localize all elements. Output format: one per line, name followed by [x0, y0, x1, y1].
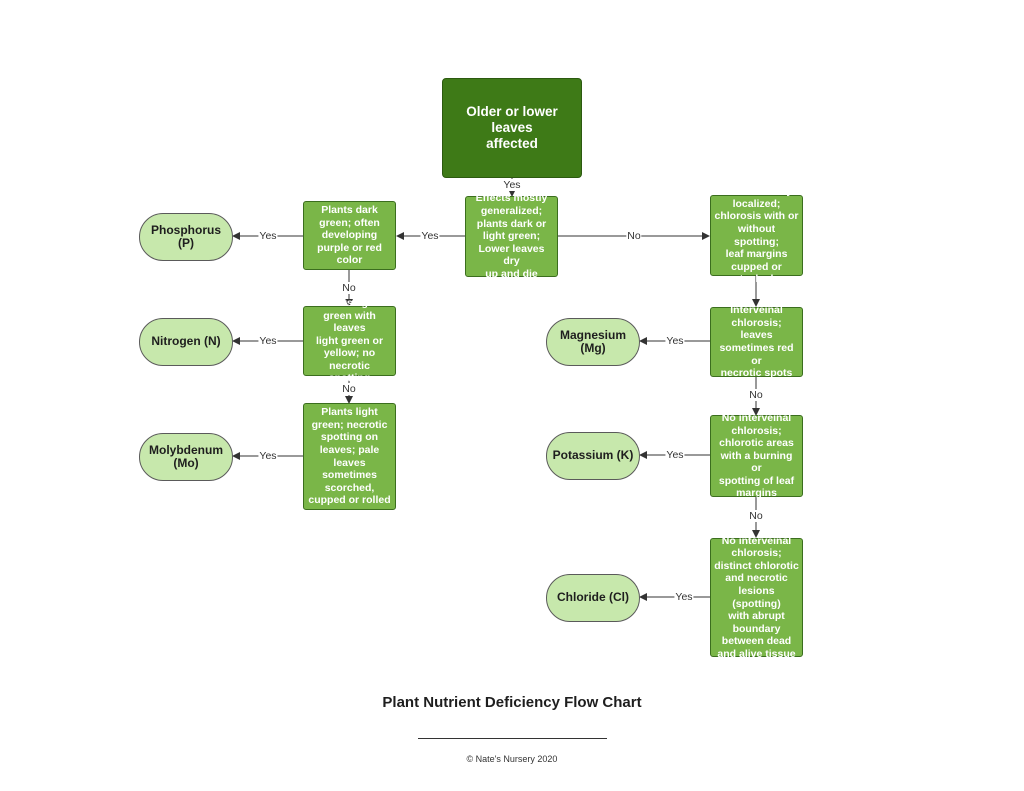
edge-label-burning-potassium: Yes	[665, 449, 685, 461]
edge-label-light-green-nitrogen: Yes	[258, 335, 278, 347]
edge-label-necrotic-molybdenum: Yes	[258, 450, 278, 462]
node-localized: Effects mostly localized; chlorosis with…	[710, 185, 803, 285]
node-no-interveinal-burning: No interveinal chlorosis; chlorotic area…	[710, 412, 803, 499]
result-magnesium: Magnesium (Mg)	[546, 318, 640, 366]
result-molybdenum: Molybdenum (Mo)	[139, 433, 233, 481]
result-potassium: Potassium (K)	[546, 432, 640, 480]
edge-label-light-green-necrotic: No	[341, 383, 357, 395]
node-dark-green: Plants dark green; often developing purp…	[303, 201, 396, 270]
edge-label-generalized-localized: No	[626, 230, 642, 242]
result-chloride: Chloride (Cl)	[546, 574, 640, 622]
edge-label-interveinal-burning: No	[748, 389, 764, 401]
node-interveinal: Interveinal chlorosis; leaves sometimes …	[710, 304, 803, 379]
node-light-green-necrotic: Plants light green; necrotic spotting on…	[303, 403, 396, 510]
edge-label-burning-lesions: No	[748, 510, 764, 522]
edge-label-dark-green-light-green: No	[341, 282, 357, 294]
node-generalized: Effects mostly generalized; plants dark …	[465, 192, 558, 280]
edge-label-interveinal-magnesium: Yes	[665, 335, 685, 347]
node-start: Older or lower leaves affected	[442, 78, 582, 178]
node-no-interveinal-lesions: No interveinal chlorosis; distinct chlor…	[710, 535, 803, 660]
result-phosphorus: Phosphorus (P)	[139, 213, 233, 261]
result-nitrogen: Nitrogen (N)	[139, 318, 233, 366]
edge-label-generalized-dark-green: Yes	[420, 230, 440, 242]
edge-label-start-generalized: Yes	[502, 179, 522, 191]
node-light-green: Plants light green with leaves light gre…	[303, 297, 396, 384]
footer-divider	[418, 738, 607, 739]
chart-title: Plant Nutrient Deficiency Flow Chart	[382, 694, 642, 711]
copyright-text: © Nate's Nursery 2020	[466, 754, 558, 764]
edge-label-lesions-chloride: Yes	[674, 591, 694, 603]
edge-label-dark-green-phosphorus: Yes	[258, 230, 278, 242]
